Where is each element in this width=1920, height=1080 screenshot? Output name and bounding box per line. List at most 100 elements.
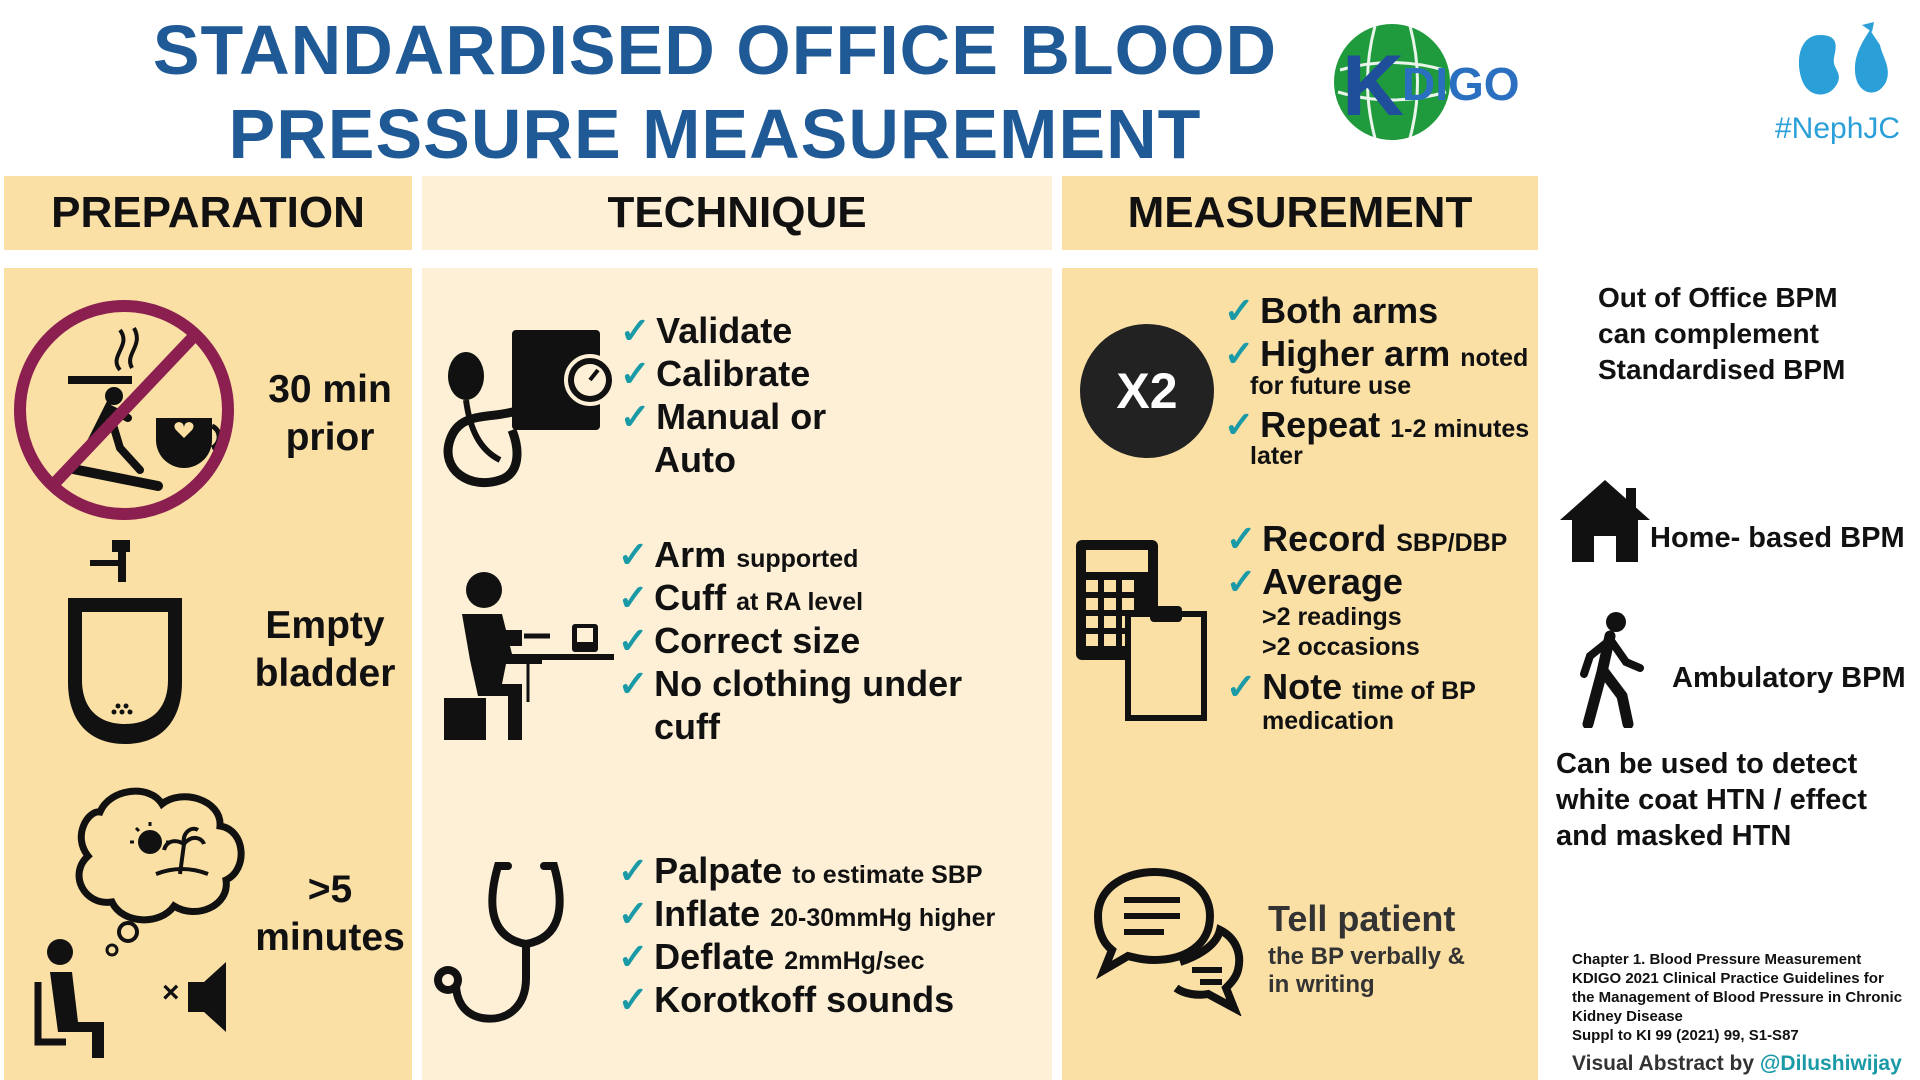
meas-higher-arm-cont: for future use bbox=[1250, 372, 1412, 400]
tech-item-korotkoff: Korotkoff sounds bbox=[654, 979, 955, 1020]
prep-30min-line2: prior bbox=[285, 416, 375, 459]
meas-repeat-bold: Repeat bbox=[1260, 404, 1381, 445]
check-icon: ✓ bbox=[1226, 666, 1257, 707]
kdigo-rest-letters: DIGO bbox=[1402, 58, 1520, 110]
svg-text:×: × bbox=[162, 976, 180, 1009]
meas-note-cont: medication bbox=[1262, 707, 1394, 735]
tech-check-calibrate: ✓Calibrate bbox=[620, 353, 810, 395]
title-line-2: PRESSURE MEASUREMENT bbox=[228, 95, 1202, 173]
check-icon: ✓ bbox=[618, 936, 649, 977]
meas-average: Average bbox=[1262, 561, 1403, 602]
prep-5min-line1: >5 bbox=[307, 868, 353, 911]
detect-line3: and masked HTN bbox=[1556, 820, 1792, 852]
tech-check-arm: ✓Arm supported bbox=[618, 534, 858, 580]
check-icon: ✓ bbox=[618, 534, 649, 575]
tech-check-cuff: ✓Cuff at RA level bbox=[618, 577, 863, 623]
detect-text: Can be used to detect white coat HTN / e… bbox=[1556, 746, 1920, 854]
walking-person-icon bbox=[1574, 612, 1646, 730]
tech-item-manual: Manual or bbox=[656, 396, 827, 437]
tech-check-validate: ✓Validate bbox=[620, 310, 792, 352]
meas-readings: >2 readings bbox=[1262, 603, 1402, 631]
calculator-clipboard-icon bbox=[1074, 538, 1210, 724]
tell-patient-line2: in writing bbox=[1268, 971, 1375, 998]
check-icon: ✓ bbox=[618, 850, 649, 891]
tech-check-deflate: ✓Deflate 2mmHg/sec bbox=[618, 936, 925, 982]
house-icon bbox=[1558, 478, 1652, 564]
prep-30min-text: 30 min prior bbox=[250, 366, 410, 462]
reference-line5: Suppl to KI 99 (2021) 99, S1-S87 bbox=[1572, 1027, 1799, 1044]
meas-check-average: ✓Average bbox=[1226, 561, 1403, 603]
tech-item-auto: Auto bbox=[654, 439, 736, 480]
tech-check-inflate: ✓Inflate 20-30mmHg higher bbox=[618, 893, 995, 939]
x2-label: X2 bbox=[1116, 363, 1178, 419]
tech-item-size: Correct size bbox=[654, 620, 861, 661]
tech-check-size: ✓Correct size bbox=[618, 620, 860, 662]
tech-item-palpate-bold: Palpate bbox=[654, 850, 783, 891]
technique-group1-list: ✓Validate ✓Calibrate ✓Manual or Auto bbox=[620, 310, 1040, 490]
tech-check-clothing: ✓No clothing under bbox=[618, 663, 962, 705]
technique-group2-list: ✓Arm supported ✓Cuff at RA level ✓Correc… bbox=[618, 534, 1048, 754]
resting-quiet-icon: × bbox=[30, 782, 262, 1062]
no-smoking-coffee-exercise-icon bbox=[8, 298, 240, 522]
check-icon: ✓ bbox=[1226, 561, 1257, 602]
tech-check-palpate: ✓Palpate to estimate SBP bbox=[618, 850, 983, 896]
reference-line3: the Management of Blood Pressure in Chro… bbox=[1572, 989, 1903, 1006]
nephjc-tag: #NephJC bbox=[1775, 112, 1901, 145]
check-icon: ✓ bbox=[1224, 333, 1255, 374]
home-bpm-label: Home- based BPM bbox=[1650, 522, 1905, 554]
check-icon: ✓ bbox=[618, 620, 649, 661]
reference-line1: Chapter 1. Blood Pressure Measurement bbox=[1572, 951, 1862, 968]
seated-patient-icon bbox=[444, 570, 614, 740]
meas-check-record: ✓Record SBP/DBP bbox=[1226, 518, 1507, 564]
technique-header: TECHNIQUE bbox=[422, 176, 1052, 250]
tech-item-cuff-cont: cuff bbox=[654, 706, 720, 747]
meas-record-rest: SBP/DBP bbox=[1396, 529, 1508, 557]
reference-line2: KDIGO 2021 Clinical Practice Guidelines … bbox=[1572, 970, 1884, 987]
tell-patient-line1: the BP verbally & bbox=[1268, 943, 1465, 970]
check-icon: ✓ bbox=[1224, 290, 1255, 331]
meas-check-higher-arm: ✓Higher arm noted bbox=[1224, 333, 1528, 379]
tech-item-cuff-rest: at RA level bbox=[736, 588, 864, 616]
tech-item-deflate-rest: 2mmHg/sec bbox=[784, 947, 925, 975]
meas-note-bold: Note bbox=[1262, 666, 1343, 707]
credit-handle[interactable]: @Dilushiwijay bbox=[1759, 1052, 1902, 1075]
intro-line3: Standardised BPM bbox=[1598, 354, 1846, 385]
meas-repeat-rest: 1-2 minutes bbox=[1390, 415, 1530, 443]
kdigo-k-letter: K bbox=[1342, 38, 1404, 134]
kdigo-logo: K DIGO bbox=[1330, 20, 1520, 145]
tech-item-calibrate: Calibrate bbox=[656, 353, 811, 394]
preparation-header-label: PREPARATION bbox=[51, 188, 365, 237]
tech-item-palpate-rest: to estimate SBP bbox=[792, 861, 983, 889]
nephjc-logo: #NephJC bbox=[1770, 20, 1920, 150]
check-icon: ✓ bbox=[620, 396, 651, 437]
prep-5min-line2: minutes bbox=[255, 916, 405, 959]
check-icon: ✓ bbox=[1226, 518, 1257, 559]
kidney-icon bbox=[1799, 22, 1888, 95]
check-icon: ✓ bbox=[618, 577, 649, 618]
prep-5min-text: >5 minutes bbox=[250, 866, 410, 962]
check-icon: ✓ bbox=[618, 663, 649, 704]
credit-line: Visual Abstract by @Dilushiwijay bbox=[1572, 1052, 1920, 1076]
prep-bladder-line2: bladder bbox=[254, 652, 396, 695]
urinal-icon bbox=[60, 540, 190, 752]
meas-occasions: >2 occasions bbox=[1262, 633, 1420, 661]
tech-item-arm-bold: Arm bbox=[654, 534, 727, 575]
meas-check-repeat: ✓Repeat 1-2 minutes bbox=[1224, 404, 1529, 450]
tech-item-arm-rest: supported bbox=[736, 545, 859, 573]
x2-badge: X2 bbox=[1080, 324, 1214, 458]
stethoscope-icon bbox=[426, 858, 586, 1028]
prep-30min-line1: 30 min bbox=[268, 368, 392, 411]
reference-line4: Kidney Disease bbox=[1572, 1008, 1683, 1025]
meas-higher-arm-bold: Higher arm bbox=[1260, 333, 1451, 374]
preparation-header: PREPARATION bbox=[4, 176, 412, 250]
tech-item-deflate-bold: Deflate bbox=[654, 936, 775, 977]
credit-prefix: Visual Abstract by bbox=[1572, 1052, 1755, 1075]
tech-item-inflate-rest: 20-30mmHg higher bbox=[770, 904, 996, 932]
measurement-header: MEASUREMENT bbox=[1062, 176, 1538, 250]
meas-both-arms: Both arms bbox=[1260, 290, 1439, 331]
prep-bladder-text: Empty bladder bbox=[240, 602, 410, 698]
title-line-1: STANDARDISED OFFICE BLOOD bbox=[152, 11, 1278, 89]
measurement-group2-list: ✓Record SBP/DBP ✓Average >2 readings >2 … bbox=[1226, 518, 1538, 738]
meas-record-bold: Record bbox=[1262, 518, 1387, 559]
out-of-office-intro: Out of Office BPM can complement Standar… bbox=[1598, 280, 1898, 388]
